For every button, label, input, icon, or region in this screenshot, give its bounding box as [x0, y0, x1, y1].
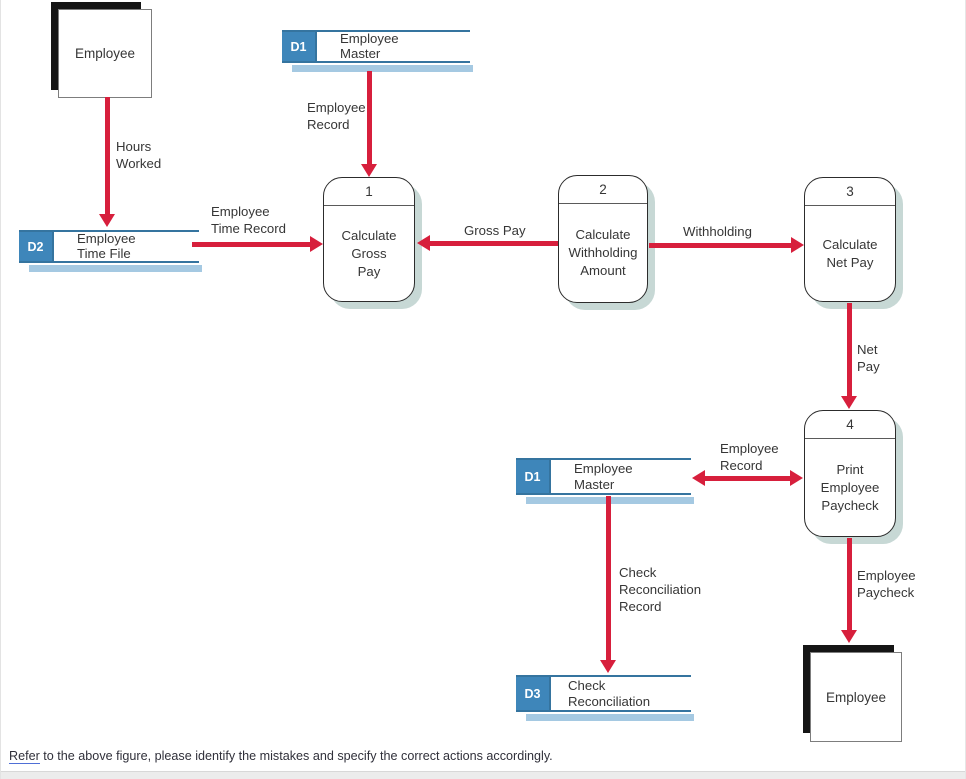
flow-arrow-employee-paycheck: [847, 538, 852, 631]
flow-arrow-net-pay: [847, 303, 852, 397]
flow-arrowhead-employee-record-bottom-right: [790, 470, 803, 486]
datastore-id-badge: D1: [282, 32, 317, 61]
flow-arrowhead-hours-worked: [99, 214, 115, 227]
flow-label-employee-record-bottom: Employee Record: [720, 441, 779, 473]
process-number: 4: [805, 411, 895, 439]
process-name: Calculate Net Pay: [822, 236, 878, 270]
datastore-d1-bottom: D1 Employee Master: [516, 458, 694, 504]
process-number: 3: [805, 178, 895, 206]
flow-arrowhead-gross-pay: [417, 235, 430, 251]
process-box: 1 Calculate Gross Pay: [323, 177, 415, 302]
flow-arrowhead-net-pay: [841, 396, 857, 409]
process-number: 1: [324, 178, 414, 206]
flow-label-check-reconciliation-record: Check Reconciliation Record: [619, 565, 702, 614]
flow-label-net-pay: Net Pay: [857, 342, 880, 374]
flow-arrow-check-reconciliation-record: [606, 496, 611, 660]
flow-label-withholding: Withholding: [683, 224, 752, 239]
process-name: Calculate Gross Pay: [341, 227, 397, 279]
process-1-calculate-gross-pay: 1 Calculate Gross Pay: [323, 177, 422, 309]
flow-arrow-gross-pay: [430, 241, 558, 246]
flow-arrow-hours-worked: [105, 97, 110, 214]
process-3-calculate-net-pay: 3 Calculate Net Pay: [804, 177, 903, 309]
process-4-print-employee-paycheck: 4 Print Employee Paycheck: [804, 410, 903, 544]
process-2-calculate-withholding-amount: 2 Calculate Withholding Amount: [558, 175, 655, 310]
flow-arrowhead-employee-record-bottom-left: [692, 470, 705, 486]
refer-link[interactable]: Refer: [9, 749, 40, 764]
process-box: 2 Calculate Withholding Amount: [558, 175, 648, 303]
datastore-shadow: [292, 65, 473, 72]
flow-arrow-employee-time-record: [192, 242, 310, 247]
datastore-d1-top: D1 Employee Master: [282, 30, 473, 72]
datastore-id-badge: D3: [516, 677, 551, 710]
flow-arrowhead-employee-record-top: [361, 164, 377, 177]
flow-arrowhead-withholding: [791, 237, 804, 253]
process-box: 4 Print Employee Paycheck: [804, 410, 896, 537]
datastore-shadow: [526, 714, 694, 721]
bottom-window-edge: [1, 771, 965, 779]
entity-box: Employee: [810, 652, 902, 742]
datastore-d3: D3 Check Reconciliation: [516, 675, 694, 721]
entity-label: Employee: [825, 689, 887, 705]
instruction-rest: to the above figure, please identify the…: [39, 749, 553, 763]
entity-label: Employee: [74, 46, 136, 61]
flow-label-employee-record-top: Employee Record: [307, 100, 366, 132]
flow-arrowhead-check-reconciliation-record: [600, 660, 616, 673]
process-name: Calculate Withholding Amount: [568, 227, 638, 278]
datastore-id-badge: D1: [516, 460, 551, 493]
datastore-name: Check Reconciliation: [568, 678, 651, 709]
flow-arrow-employee-record-bottom: [704, 476, 791, 481]
entity-box: Employee: [58, 9, 152, 98]
flow-arrowhead-employee-paycheck: [841, 630, 857, 643]
flow-arrow-employee-record-top: [367, 71, 372, 164]
process-name: Print Employee Paycheck: [820, 461, 880, 513]
datastore-id-badge: D2: [19, 232, 54, 261]
datastore-name: Employee Master: [574, 461, 633, 492]
flow-arrow-withholding: [649, 243, 791, 248]
datastore-name: Employee Time File: [77, 231, 136, 261]
flow-label-employee-time-record: Employee Time Record: [211, 204, 286, 236]
datastore-d2: D2 Employee Time File: [19, 230, 202, 272]
datastore-shadow: [29, 265, 202, 272]
flow-label-employee-paycheck: Employee Paycheck: [857, 568, 916, 600]
flow-label-hours-worked: Hours Worked: [116, 139, 162, 171]
datastore-name: Employee Master: [340, 31, 399, 61]
instruction-text: Refer to the above figure, please identi…: [9, 749, 553, 764]
process-box: 3 Calculate Net Pay: [804, 177, 896, 302]
flow-arrowhead-employee-time-record: [310, 236, 323, 252]
process-number: 2: [559, 176, 647, 204]
flow-label-gross-pay: Gross Pay: [464, 223, 526, 238]
